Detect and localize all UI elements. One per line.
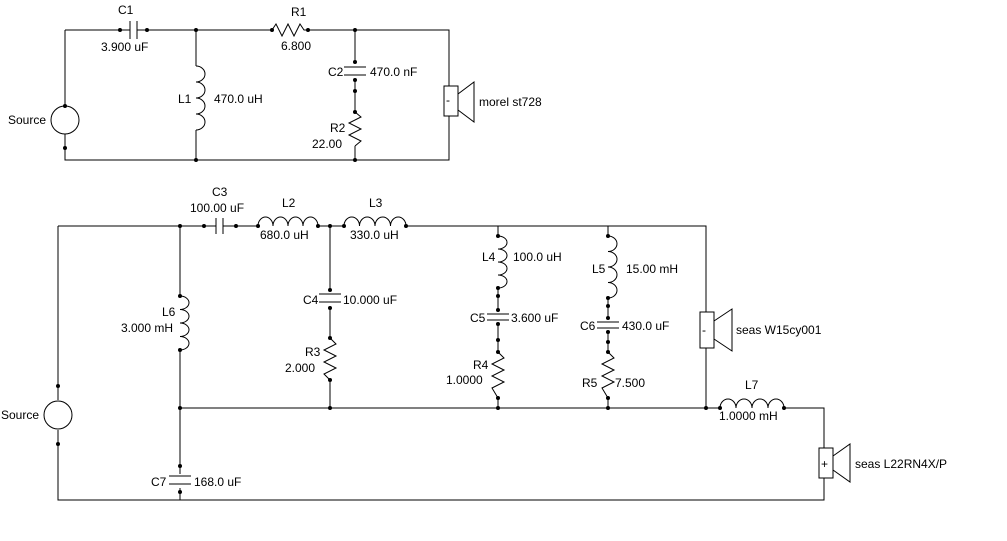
- source-top: Source: [8, 105, 80, 135]
- r5-ref: R5: [582, 376, 598, 390]
- bottom-junctions: [56, 224, 786, 494]
- bottom-wires: [57, 225, 825, 501]
- resistor-r3: R3 2.000: [285, 337, 338, 381]
- speaker-woofer: + seas L22RN4X/P: [818, 443, 947, 483]
- c3-value: 100.00 uF: [190, 201, 244, 215]
- l5-value: 15.00 mH: [626, 262, 678, 276]
- tweeter-circuit: Source C1 3.900 uF R1 6.800 L1 470.0 uH …: [8, 3, 542, 162]
- l1-ref: L1: [178, 92, 192, 106]
- woofer-polarity: +: [821, 457, 828, 471]
- source-bottom: Source: [1, 400, 73, 430]
- r2-ref: R2: [330, 121, 346, 135]
- woofer-circuit: Source C3 100.00 uF L2 680.0 uH L3 330.0…: [1, 185, 947, 501]
- c5-ref: C5: [470, 311, 486, 325]
- l2-value: 680.0 uH: [260, 228, 309, 242]
- inductor-l2: L2 680.0 uH: [257, 196, 319, 242]
- resistor-r5: R5 7.500: [582, 351, 645, 399]
- midrange-polarity: -: [702, 323, 706, 337]
- r2-value: 22.00: [312, 137, 342, 151]
- l7-ref: L7: [745, 378, 759, 392]
- c6-ref: C6: [580, 319, 596, 333]
- inductor-l6: L6 3.000 mH: [121, 295, 190, 351]
- c4-value: 10.000 uF: [343, 293, 397, 307]
- l7-value: 1.0000 mH: [719, 409, 778, 423]
- c1-ref: C1: [118, 3, 134, 17]
- r1-ref: R1: [291, 5, 307, 19]
- c4-ref: C4: [303, 293, 319, 307]
- l5-ref: L5: [592, 262, 606, 276]
- resistor-r1: R1 6.800: [271, 5, 311, 53]
- capacitor-c6: C6 430.0 uF: [580, 319, 669, 333]
- c1-value: 3.900 uF: [101, 40, 148, 54]
- source-top-label: Source: [8, 113, 46, 127]
- c7-value: 168.0 uF: [194, 475, 241, 489]
- r3-value: 2.000: [285, 361, 315, 375]
- capacitor-c4: C4 10.000 uF: [303, 293, 397, 307]
- c2-value: 470.0 nF: [370, 65, 417, 79]
- c7-ref: C7: [151, 475, 167, 489]
- woofer-name: seas L22RN4X/P: [855, 457, 947, 471]
- capacitor-c1: C1 3.900 uF: [101, 3, 148, 54]
- speaker-midrange: - seas W15cy001: [699, 308, 822, 352]
- r4-ref: R4: [473, 358, 489, 372]
- c6-value: 430.0 uF: [622, 319, 669, 333]
- resistor-r4: R4 1.0000: [446, 351, 506, 399]
- inductor-l3: L3 330.0 uH: [343, 196, 407, 242]
- r4-value: 1.0000: [446, 373, 483, 387]
- l2-ref: L2: [282, 196, 296, 210]
- r1-value: 6.800: [281, 39, 311, 53]
- capacitor-c2: C2 470.0 nF: [328, 65, 417, 79]
- capacitor-c5: C5 3.600 uF: [470, 311, 558, 325]
- c2-ref: C2: [328, 65, 344, 79]
- top-junctions: [63, 28, 357, 162]
- resistor-r2: R2 22.00: [312, 111, 363, 151]
- r3-ref: R3: [305, 345, 321, 359]
- inductor-l5: L5 15.00 mH: [592, 235, 678, 299]
- l6-value: 3.000 mH: [121, 321, 173, 335]
- l3-ref: L3: [369, 196, 383, 210]
- source-bottom-label: Source: [1, 408, 39, 422]
- midrange-name: seas W15cy001: [736, 323, 822, 337]
- l6-ref: L6: [162, 305, 176, 319]
- tweeter-name: morel st728: [479, 95, 542, 109]
- capacitor-c7: C7 168.0 uF: [151, 475, 241, 489]
- inductor-l1: L1 470.0 uH: [178, 65, 263, 131]
- r5-value: 7.500: [615, 376, 645, 390]
- inductor-l7: L7 1.0000 mH: [719, 378, 785, 423]
- capacitor-c3: C3 100.00 uF: [190, 185, 244, 234]
- l1-value: 470.0 uH: [214, 92, 263, 106]
- l4-value: 100.0 uH: [513, 250, 562, 264]
- speaker-tweeter: - morel st728: [443, 81, 542, 123]
- l3-value: 330.0 uH: [350, 228, 399, 242]
- c5-value: 3.600 uF: [511, 311, 558, 325]
- l4-ref: L4: [482, 250, 496, 264]
- inductor-l4: L4 100.0 uH: [482, 235, 562, 289]
- c3-ref: C3: [212, 185, 228, 199]
- tweeter-polarity: -: [446, 93, 450, 107]
